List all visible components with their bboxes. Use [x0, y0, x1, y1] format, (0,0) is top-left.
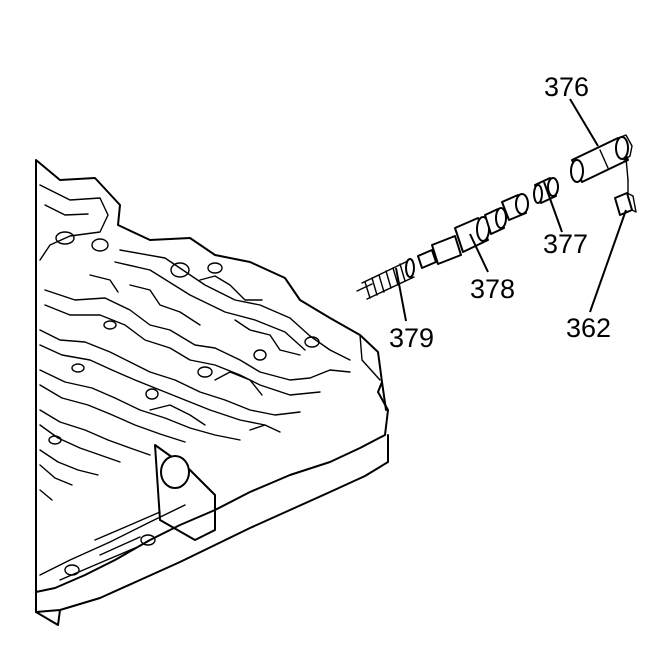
callout-362: 362 [566, 313, 611, 343]
retainer-clip-362 [614, 157, 637, 216]
valve-body-casting [35, 159, 389, 626]
bore-plug-376 [570, 134, 633, 183]
plug-377 [533, 177, 559, 204]
valve-body-channels [39, 184, 351, 576]
callout-379: 379 [389, 323, 434, 353]
spring-379 [356, 258, 415, 300]
callout-376: 376 [544, 72, 589, 102]
callout-377: 377 [543, 229, 588, 259]
callout-378: 378 [470, 274, 515, 304]
valve-378 [417, 193, 529, 269]
callout-leaders [395, 98, 627, 322]
